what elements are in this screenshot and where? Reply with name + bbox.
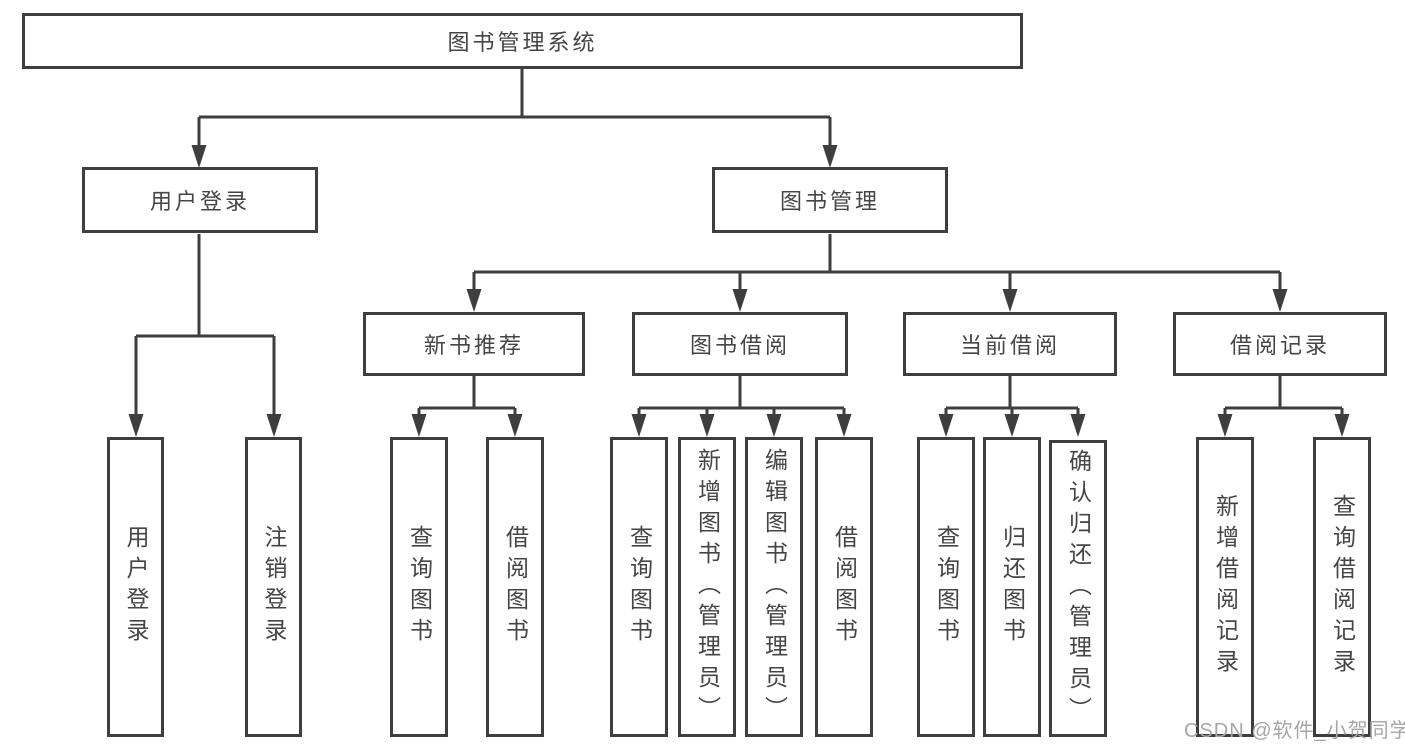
node-label: 用户登录 — [149, 189, 250, 214]
leaf-label: 查询图书 — [933, 525, 960, 649]
leaf-label: 新增图书（管理员） — [694, 447, 721, 727]
leaf-edit-books-admin: 编辑图书（管理员） — [745, 437, 803, 737]
node-label: 当前借阅 — [959, 333, 1060, 358]
leaf-borrow-books-1: 借阅图书 — [486, 437, 544, 737]
csdn-watermark: CSDN @软件_小贺同学 — [1184, 720, 1405, 742]
node-library-management-system: 图书管理系统 — [22, 13, 1023, 69]
leaf-label: 注销登录 — [261, 525, 287, 649]
arrowheads — [128, 145, 1350, 437]
node-book-borrowing: 图书借阅 — [632, 312, 848, 376]
node-label: 借阅记录 — [1229, 333, 1330, 358]
node-user-login: 用户登录 — [82, 167, 318, 233]
leaf-logout: 注销登录 — [245, 437, 302, 737]
node-label: 新书推荐 — [423, 333, 524, 358]
node-current-borrowing: 当前借阅 — [903, 312, 1117, 376]
leaf-query-books-2: 查询图书 — [610, 437, 668, 737]
leaf-confirm-return-admin: 确认归还（管理员） — [1049, 440, 1107, 737]
node-new-book-recommend: 新书推荐 — [363, 312, 585, 376]
leaf-user-login: 用户登录 — [107, 437, 164, 737]
leaf-label: 新增借阅记录 — [1212, 494, 1239, 680]
leaf-label: 借阅图书 — [502, 525, 529, 649]
leaf-label: 查询图书 — [626, 525, 653, 649]
leaf-label: 查询图书 — [406, 525, 433, 649]
leaf-return-books: 归还图书 — [983, 437, 1041, 737]
leaf-label: 确认归还（管理员） — [1065, 449, 1092, 728]
node-label: 图书借阅 — [689, 333, 790, 358]
leaf-label: 借阅图书 — [831, 525, 858, 649]
leaf-query-borrow-record: 查询借阅记录 — [1313, 437, 1371, 737]
node-book-management: 图书管理 — [712, 167, 948, 233]
node-label: 图书管理系统 — [447, 30, 598, 55]
leaf-label: 用户登录 — [123, 525, 149, 649]
leaf-borrow-books-2: 借阅图书 — [815, 437, 873, 737]
leaf-query-books-1: 查询图书 — [390, 437, 448, 737]
leaf-label: 编辑图书（管理员） — [761, 447, 788, 727]
leaf-label: 查询借阅记录 — [1329, 494, 1356, 680]
node-label: 图书管理 — [779, 189, 880, 214]
leaf-query-books-3: 查询图书 — [917, 437, 975, 737]
leaf-add-borrow-record: 新增借阅记录 — [1196, 437, 1254, 737]
leaf-label: 归还图书 — [999, 525, 1026, 649]
node-borrowing-records: 借阅记录 — [1173, 312, 1387, 376]
leaf-add-books-admin: 新增图书（管理员） — [678, 437, 736, 737]
